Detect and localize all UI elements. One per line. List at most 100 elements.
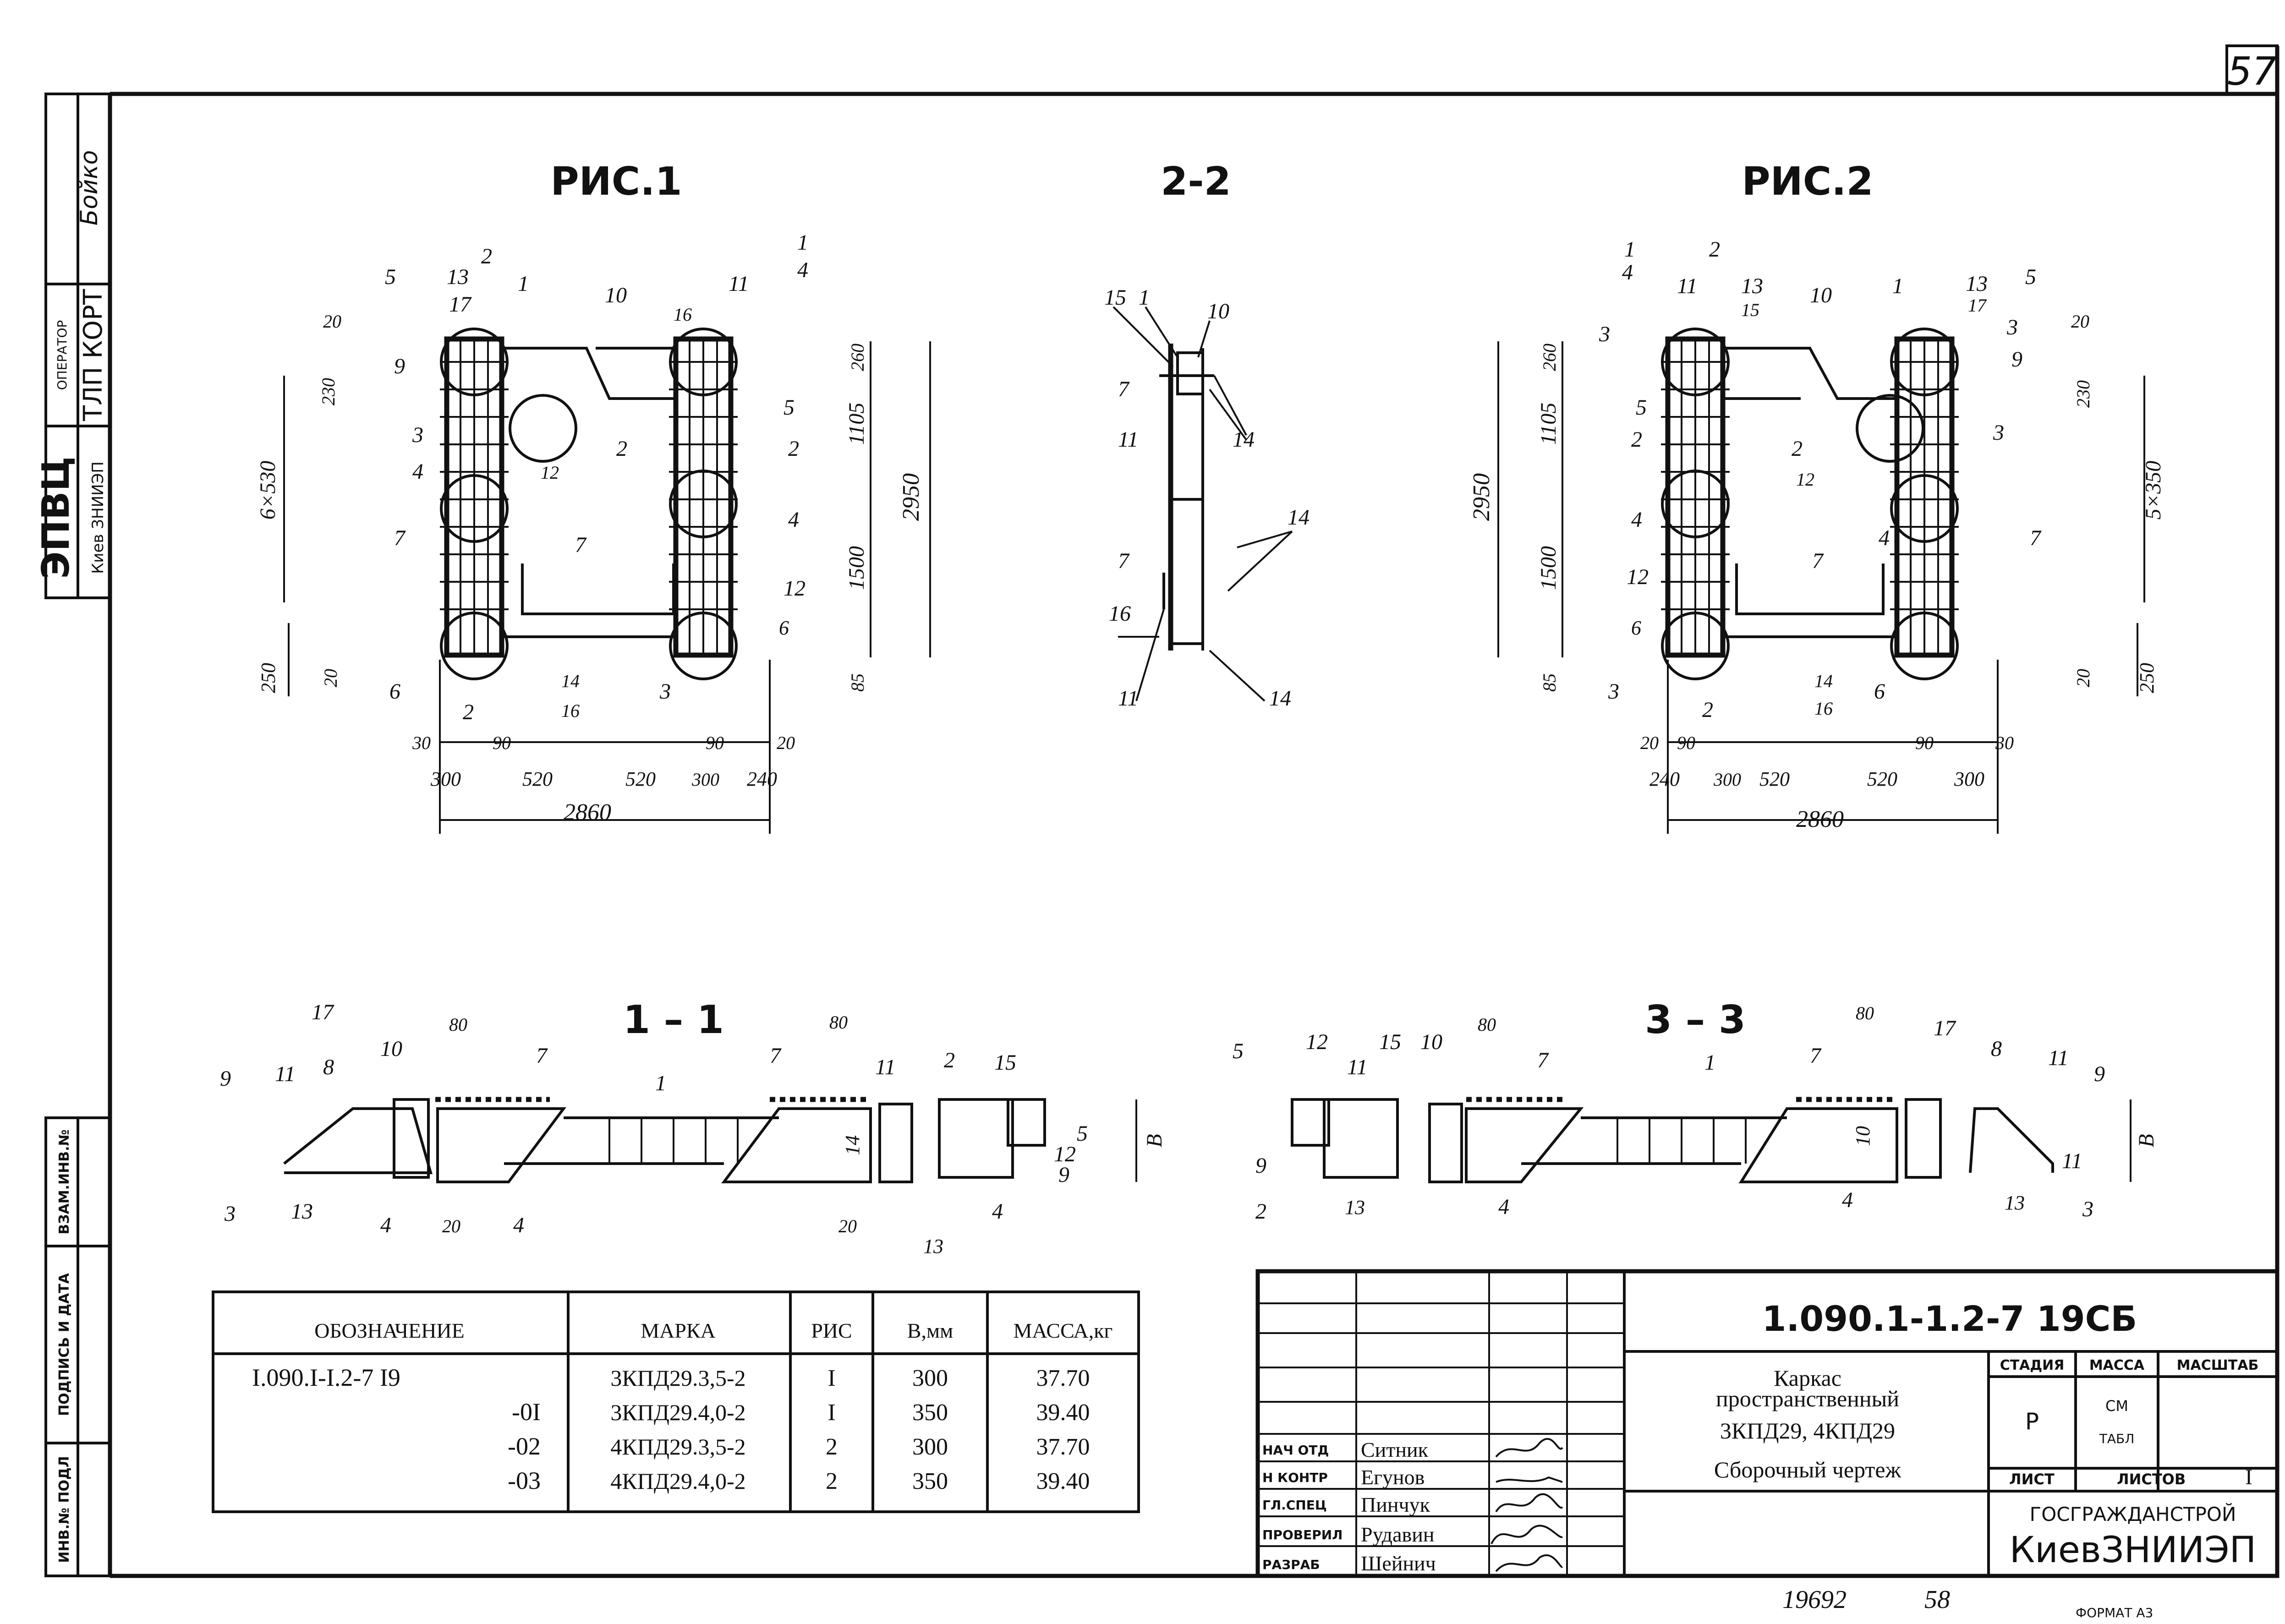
fig2-label: 5 <box>2025 265 2036 289</box>
sec22-label: 7 <box>1118 377 1130 401</box>
sec33-cage <box>1323 1098 1399 1179</box>
sec11-label: 9 <box>1058 1163 1069 1187</box>
sec33-label: 2 <box>1255 1199 1266 1224</box>
sec33-label: 4 <box>1842 1188 1853 1212</box>
tb-sheets-value: I <box>2245 1465 2252 1489</box>
sec22-drawing: 15 1 10 7 11 14 14 7 16 11 14 <box>1104 285 1310 711</box>
fig1-label: 3 <box>659 679 671 704</box>
tb-stage-value: Р <box>2025 1408 2039 1435</box>
stamp-vzam: ВЗАМ.ИНВ.№ <box>56 1129 72 1234</box>
sec33-label: 12 <box>1306 1030 1328 1054</box>
fig1-dim: 230 <box>318 378 339 405</box>
fig2-label: 6 <box>1631 617 1641 639</box>
sec33-label: 11 <box>1347 1055 1367 1079</box>
fig1-label: 12 <box>541 462 559 483</box>
spec-cell: I <box>827 1365 835 1391</box>
fig1-label: 2 <box>481 244 492 268</box>
spec-header: МАРКА <box>641 1319 716 1342</box>
sec11-label: В <box>1142 1134 1167 1147</box>
fig1-label: 13 <box>447 265 469 289</box>
sec11-insert <box>721 1107 872 1183</box>
fig2-label: 7 <box>2030 526 2042 550</box>
sec11-label: 20 <box>442 1216 460 1236</box>
fig2-label: 16 <box>1814 698 1833 719</box>
sec33-label: 3 <box>2082 1197 2093 1221</box>
fig1-dim: 2950 <box>898 473 924 521</box>
sec11-plate <box>878 1103 913 1183</box>
fig1-label: 17 <box>449 292 472 317</box>
sec33-insert <box>1738 1107 1898 1183</box>
fig2-dim: 300 <box>1954 768 1984 790</box>
fig1-dim: 90 <box>706 733 724 753</box>
fig2-dimension-texts: 2950 1105 1500 260 85 5×350 230 20 250 2… <box>1469 311 2165 832</box>
fig2-dim: 90 <box>1677 733 1695 753</box>
spec-cell: 350 <box>912 1400 948 1426</box>
fig1-label: 5 <box>784 395 795 420</box>
footer-inv-number: 19692 <box>1782 1586 1847 1614</box>
tb-name: Егунов <box>1361 1465 1425 1489</box>
sec22-label: 14 <box>1269 686 1291 711</box>
fig2-label: 2 <box>1792 437 1803 461</box>
sec11-label: 13 <box>923 1235 943 1258</box>
fig2-label: 13 <box>1966 272 1988 296</box>
tb-name-2: пространственный <box>1716 1386 1899 1411</box>
fig2-dim: 90 <box>1915 733 1934 753</box>
fig2-label: 9 <box>2011 347 2022 372</box>
fig1-dim: 250 <box>257 663 279 693</box>
fig1-label: 9 <box>394 354 405 378</box>
tb-code: 1.090.1-1.2-7 19СБ <box>1762 1298 2137 1339</box>
tb-name: Шейнич <box>1361 1552 1436 1575</box>
sec33-label: 13 <box>2005 1192 2025 1214</box>
sec11-label: 14 <box>841 1135 864 1155</box>
fig2-stirrups <box>1661 361 1959 610</box>
fig2-dim: 2950 <box>1469 473 1495 521</box>
sec11-label: 15 <box>994 1050 1016 1075</box>
spec-cell: 3КПД29.4,0-2 <box>610 1400 745 1425</box>
fig1-node <box>440 328 509 396</box>
fig2-label: 2 <box>1709 237 1720 262</box>
tb-org-2: КиевЗНИИЭП <box>2010 1530 2257 1571</box>
sec33-label: 5 <box>1233 1039 1244 1063</box>
spec-cell: 350 <box>912 1468 948 1494</box>
fig1-node <box>440 612 509 680</box>
fig2-node <box>1661 470 1730 538</box>
sec11-label: 7 <box>770 1044 782 1068</box>
tb-org-1: ГОСГРАЖДАНСТРОЙ <box>2030 1503 2236 1526</box>
sec11-label: 1 <box>655 1071 666 1095</box>
footer-page-ref: 58 <box>1924 1586 1950 1614</box>
fig1-dim: 85 <box>847 673 868 692</box>
spec-cell: 39.40 <box>1036 1400 1090 1426</box>
tb-sheet-label: ЛИСТ <box>2009 1471 2055 1488</box>
tb-stage-label: СТАДИЯ <box>2000 1357 2065 1373</box>
spec-cell: 39.40 <box>1036 1468 1090 1494</box>
fig1-position-labels: 5 13 17 2 1 10 16 11 1 4 9 5 2 2 3 4 12 … <box>385 230 808 724</box>
spec-cell: I.090.I-I.2-7 I9 <box>252 1364 400 1391</box>
fig2-node <box>1856 394 1924 463</box>
spec-header: РИС <box>811 1319 852 1342</box>
tb-name: Ситник <box>1361 1438 1429 1461</box>
sec33-plate <box>1905 1098 1942 1179</box>
sec33-label: 11 <box>2048 1046 2068 1070</box>
fig2-node <box>1890 612 1959 680</box>
stamp-org-city: Киев ЗНИИЭП <box>89 461 107 574</box>
spec-cell: 37.70 <box>1036 1434 1090 1460</box>
footer-format: ФОРМАТ А3 <box>2076 1605 2153 1620</box>
sec33-label: 8 <box>1991 1037 2002 1061</box>
sec22-label: 7 <box>1118 549 1130 573</box>
sec11-label: 9 <box>220 1066 231 1091</box>
fig2-dim: 2860 <box>1796 806 1844 832</box>
left-stamp: Бойко ОПЕРАТОР ТЛП КОРТ ЭПВЦ Киев ЗНИИЭП… <box>34 93 111 1577</box>
sec11-plate <box>393 1098 430 1179</box>
tb-sheets-label: ЛИСТОВ <box>2117 1471 2186 1488</box>
fig1-label: 4 <box>412 459 423 484</box>
fig2-dim: 300 <box>1713 769 1741 790</box>
fig2-dim: 520 <box>1759 768 1790 790</box>
fig1-drawing: 5 13 17 2 1 10 16 11 1 4 9 5 2 2 3 4 12 … <box>256 230 931 834</box>
fig1-node <box>509 394 577 463</box>
fig2-dim: 30 <box>1995 733 2014 753</box>
sec33-label: 10 <box>1852 1126 1874 1146</box>
fig1-dim: 2860 <box>564 799 611 826</box>
fig1-insert <box>502 347 676 400</box>
stamp-operator-value: ТЛП КОРТ <box>78 289 108 421</box>
tb-doc-type: Сборочный чертеж <box>1714 1457 1901 1482</box>
